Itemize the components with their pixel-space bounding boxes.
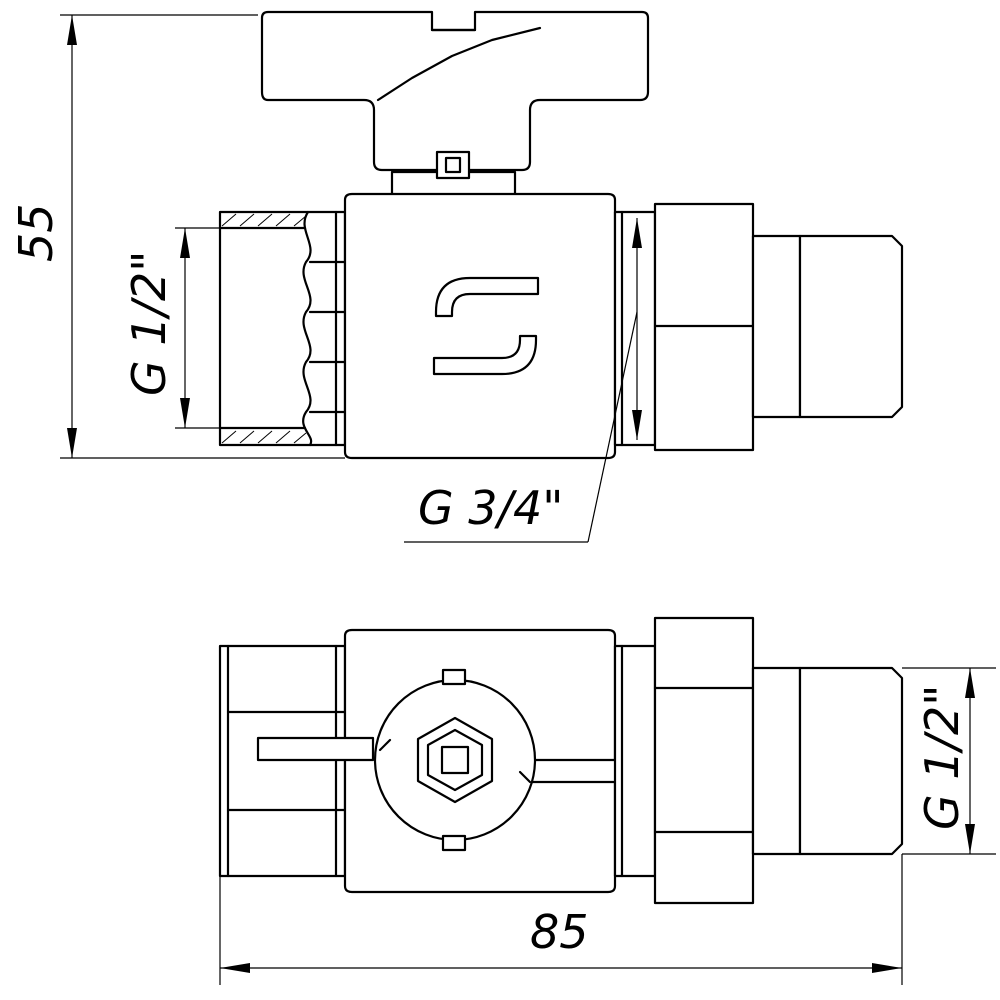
dimension-inlet-thread: G 1/2" [122,227,220,429]
hex-nut-icon [416,716,494,804]
union-connector [613,202,904,452]
dimension-height-label: 55 [9,203,63,262]
dimension-inlet-thread-label: G 1/2" [122,251,176,396]
dimension-length: 85 [219,854,903,985]
dimension-union-thread: G 3/4" [404,218,642,543]
top-view: G 1/2" 85 [218,616,996,985]
union-connector-top [613,616,904,905]
dimension-union-thread-label: G 3/4" [418,481,563,535]
dimension-outlet-thread: G 1/2" [902,667,996,855]
dimension-length-label: 85 [530,905,589,959]
female-inlet [218,210,347,447]
butterfly-handle [260,10,650,180]
brand-logo-icon [432,276,540,376]
front-view: 55 G 1/2" G 3/4" [9,10,904,543]
dimension-outlet-thread-label: G 1/2" [915,685,969,830]
dimension-height: 55 [9,15,77,458]
valve-body [343,192,617,460]
handle-top [256,668,652,852]
